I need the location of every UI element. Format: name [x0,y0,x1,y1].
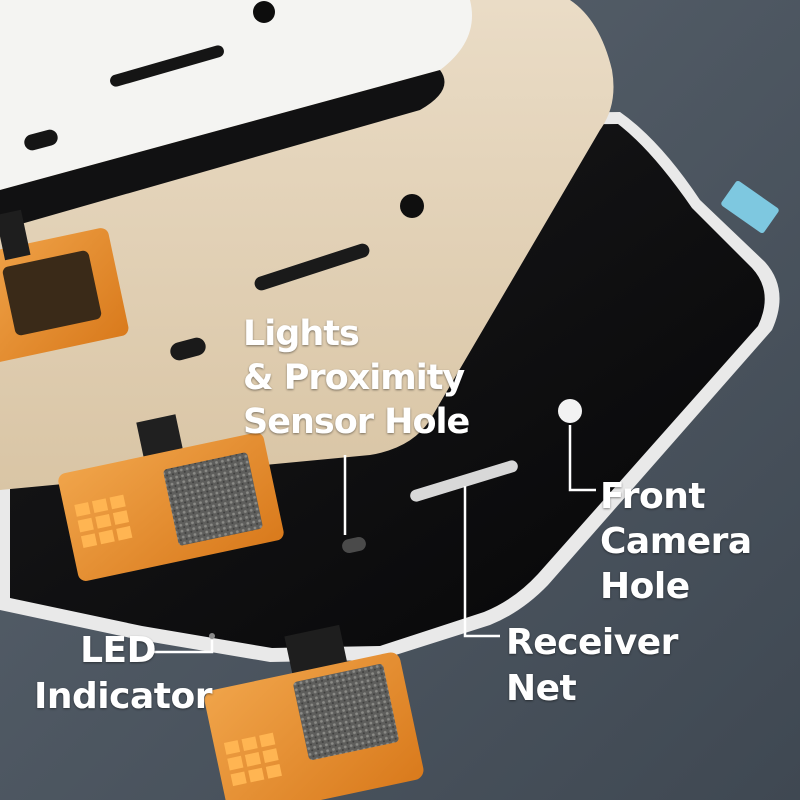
receiver-net-callout: Receiver Net [506,620,678,712]
callout-line: & Proximity [243,358,465,398]
white-screen-panel [0,0,472,190]
front-camera-hole [558,399,582,423]
callout-line: Hole [600,566,690,607]
camera-leader-line [568,425,596,492]
led-leader-line [150,640,214,654]
flex-cable-top-left [0,209,129,362]
receiver-net [410,460,518,502]
callout-line: Receiver [506,622,678,663]
led-indicator-dot [209,633,215,639]
flex-cable-middle [58,414,284,581]
callout-line: Sensor Hole [243,402,470,442]
front-camera-callout: Front Camera Hole [600,474,752,609]
sensor-hole-callout: Lights & Proximity Sensor Hole [243,312,470,444]
callout-line: Indicator [34,676,212,717]
callout-line: Net [506,668,577,709]
blue-protective-tab [721,180,779,234]
callout-line: LED [80,630,156,671]
gold-panel-sensor-hole [170,337,206,361]
white-panel-shadow [0,70,445,230]
flex-cable-bottom [204,624,424,800]
callout-line: Lights [243,314,360,354]
callout-line: Front [600,476,706,517]
gold-panel-camera-hole [400,194,424,218]
gold-panel-receiver-slot [254,243,370,291]
callout-line: Camera [600,521,752,562]
led-indicator-callout: LED Indicator [34,628,212,720]
white-panel-sensor-hole [24,129,58,151]
white-panel-receiver-slot [110,45,224,87]
receiver-leader-line [463,486,500,638]
white-panel-camera-hole [253,1,275,23]
proximity-sensor-hole [342,536,366,554]
